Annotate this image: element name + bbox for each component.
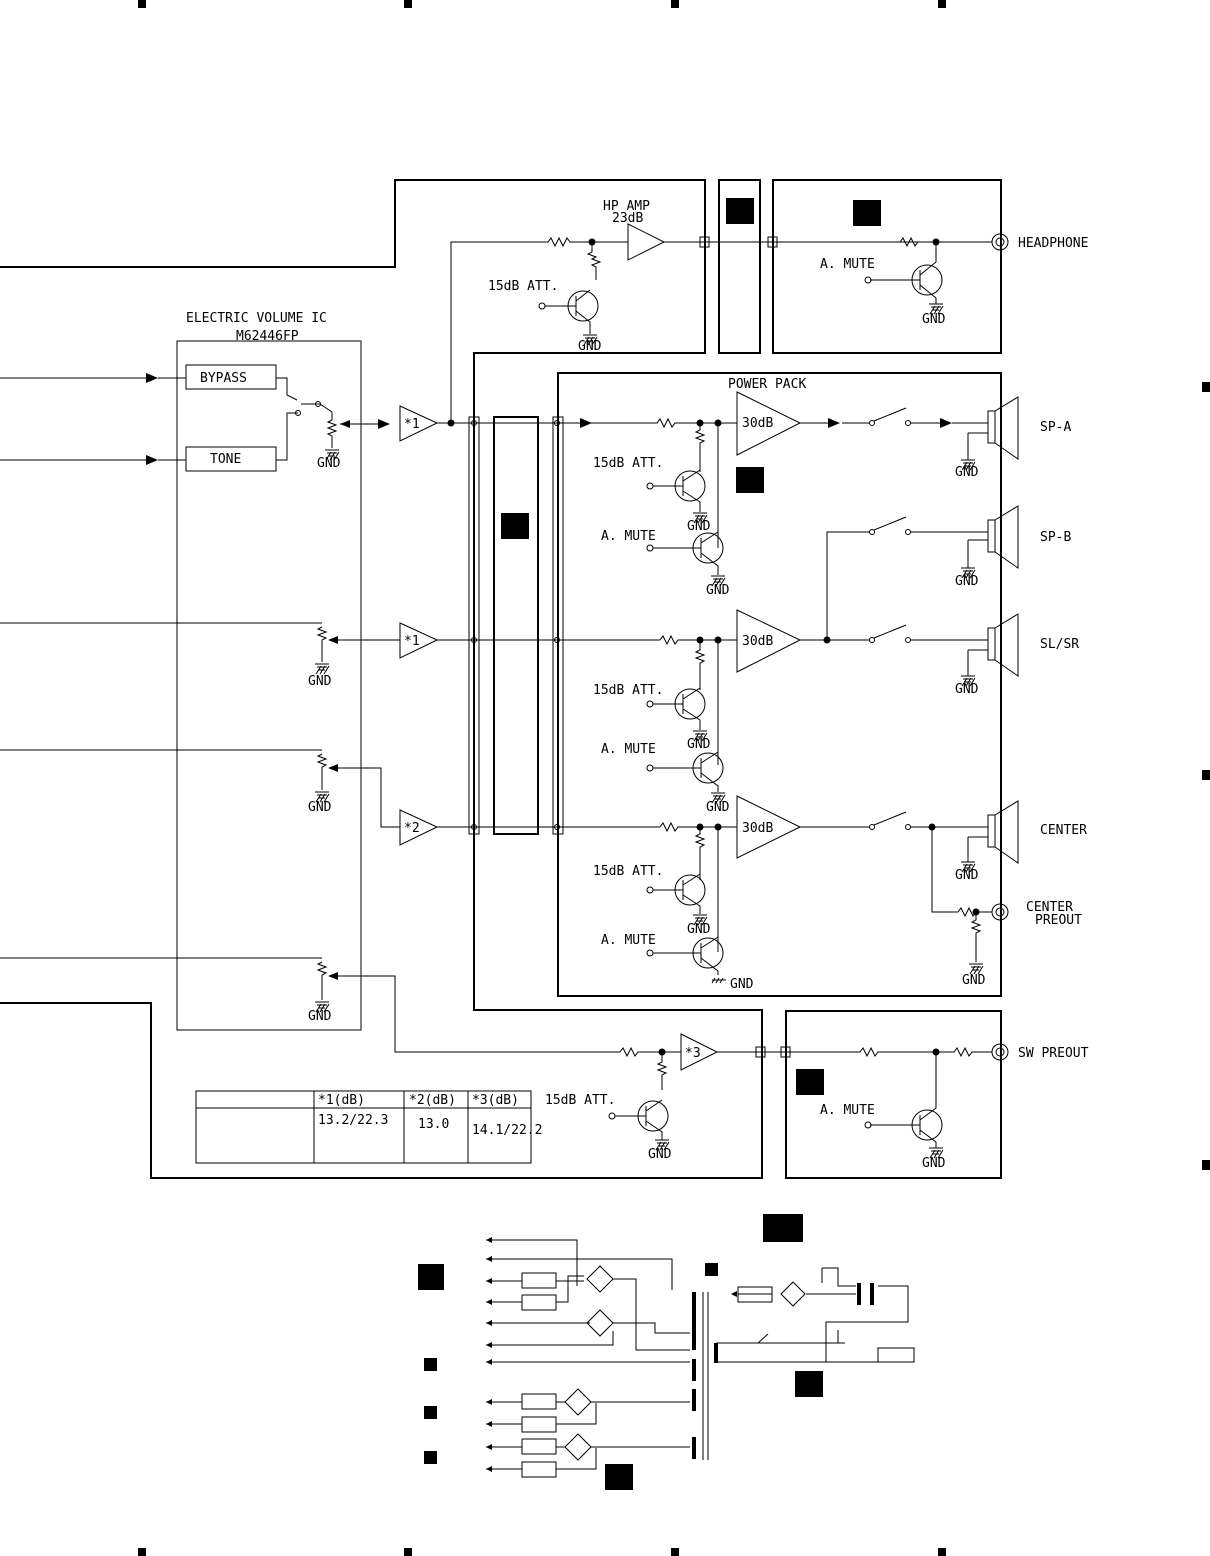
gain-table-value-1: 13.2/22.3	[318, 1113, 388, 1128]
svg-text:GND: GND	[922, 1156, 946, 1171]
center-preout-label-1: CENTER	[1026, 900, 1073, 915]
svg-text:GND: GND	[706, 800, 730, 815]
pp-att-2: 15dB ATT.	[593, 683, 663, 698]
power-pack-title: POWER PACK	[728, 377, 806, 392]
svg-text:GND: GND	[648, 1147, 672, 1162]
pp-gain-3: 30dB	[742, 821, 773, 836]
sw-preout-label: SW PREOUT	[1018, 1046, 1089, 1061]
volume-ic-title: ELECTRIC VOLUME IC	[186, 311, 327, 326]
svg-text:GND: GND	[706, 583, 730, 598]
svg-text:GND: GND	[955, 682, 979, 697]
sp-a-label: SP-A	[1040, 420, 1071, 435]
bypass-label: BYPASS	[200, 371, 247, 386]
pp-att-3: 15dB ATT.	[593, 864, 663, 879]
sl-sr-label: SL/SR	[1040, 637, 1079, 652]
headphone-section: HP AMP 23dB GND 15dB ATT. GND A. MUTE HE…	[450, 199, 1088, 423]
hp-amp-gain: 23dB	[612, 211, 643, 226]
svg-text:GND: GND	[687, 922, 711, 937]
volume-ic-part: M62446FP	[236, 329, 299, 344]
svg-text:GND: GND	[308, 1009, 332, 1024]
svg-text:GND: GND	[962, 973, 986, 988]
svg-text:GND: GND	[922, 312, 946, 327]
pp-gain-2: 30dB	[742, 634, 773, 649]
tone-block	[185, 446, 277, 472]
pp-att-1: 15dB ATT.	[593, 456, 663, 471]
gain-table-header-1: *1(dB)	[318, 1093, 365, 1108]
gnd-label: GND	[317, 456, 341, 471]
board-outlines	[0, 179, 1002, 1179]
svg-text:GND: GND	[687, 519, 711, 534]
svg-text:GND: GND	[955, 868, 979, 883]
registration-marks	[138, 0, 1210, 1556]
connector-rails	[437, 416, 660, 835]
svg-text:GND: GND	[578, 339, 602, 354]
bypass-block	[185, 364, 277, 390]
gain-table-value-2: 13.0	[418, 1117, 449, 1132]
reference-blocks	[418, 198, 881, 1490]
power-supply-diagram	[486, 1237, 915, 1478]
gain-table: *1(dB) *2(dB) *3(dB) 13.2/22.3 13.0 14.1…	[195, 1090, 542, 1164]
tone-label: TONE	[210, 452, 241, 467]
headphone-output-label: HEADPHONE	[1018, 236, 1088, 251]
gain-table-value-3: 14.1/22.2	[472, 1123, 542, 1138]
hp-att-label: 15dB ATT.	[488, 279, 558, 294]
svg-text:GND: GND	[687, 737, 711, 752]
sw-att-label: 15dB ATT.	[545, 1093, 615, 1108]
center-preout-label-2: PREOUT	[1035, 913, 1082, 928]
pp-gain-1: 30dB	[742, 416, 773, 431]
speakers: GND SP-A GND SP-B GND SL/SR GND CENTER C…	[955, 396, 1087, 928]
volume-channels: GND GND GND	[0, 622, 620, 1053]
svg-text:GND: GND	[308, 674, 332, 689]
svg-text:GND: GND	[730, 977, 754, 992]
gain-table-header-3: *3(dB)	[472, 1093, 519, 1108]
buffer-1b-label: *1	[404, 634, 420, 649]
buffer-amps: *1 *1 *2 *3	[399, 405, 719, 1071]
svg-text:GND: GND	[308, 800, 332, 815]
hp-amp-label: HP AMP	[603, 199, 650, 214]
pp-mute-1: A. MUTE	[601, 529, 656, 544]
sp-b-label: SP-B	[1040, 530, 1071, 545]
buffer-3-label: *3	[685, 1046, 701, 1061]
hp-mute-label: A. MUTE	[820, 257, 875, 272]
subwoofer-section: GND 15dB ATT. GND A. MUTE SW PREOUT	[545, 1043, 1089, 1171]
pp-mute-2: A. MUTE	[601, 742, 656, 757]
gain-table-header-2: *2(dB)	[409, 1093, 456, 1108]
sw-mute-label: A. MUTE	[820, 1103, 875, 1118]
svg-text:GND: GND	[955, 465, 979, 480]
svg-text:GND: GND	[955, 574, 979, 589]
pp-mute-3: A. MUTE	[601, 933, 656, 948]
buffer-1-label: *1	[404, 417, 420, 432]
volume-ic-block: ELECTRIC VOLUME IC M62446FP BYPASS TONE …	[0, 311, 390, 1031]
buffer-2-label: *2	[404, 821, 420, 836]
center-label: CENTER	[1040, 823, 1087, 838]
